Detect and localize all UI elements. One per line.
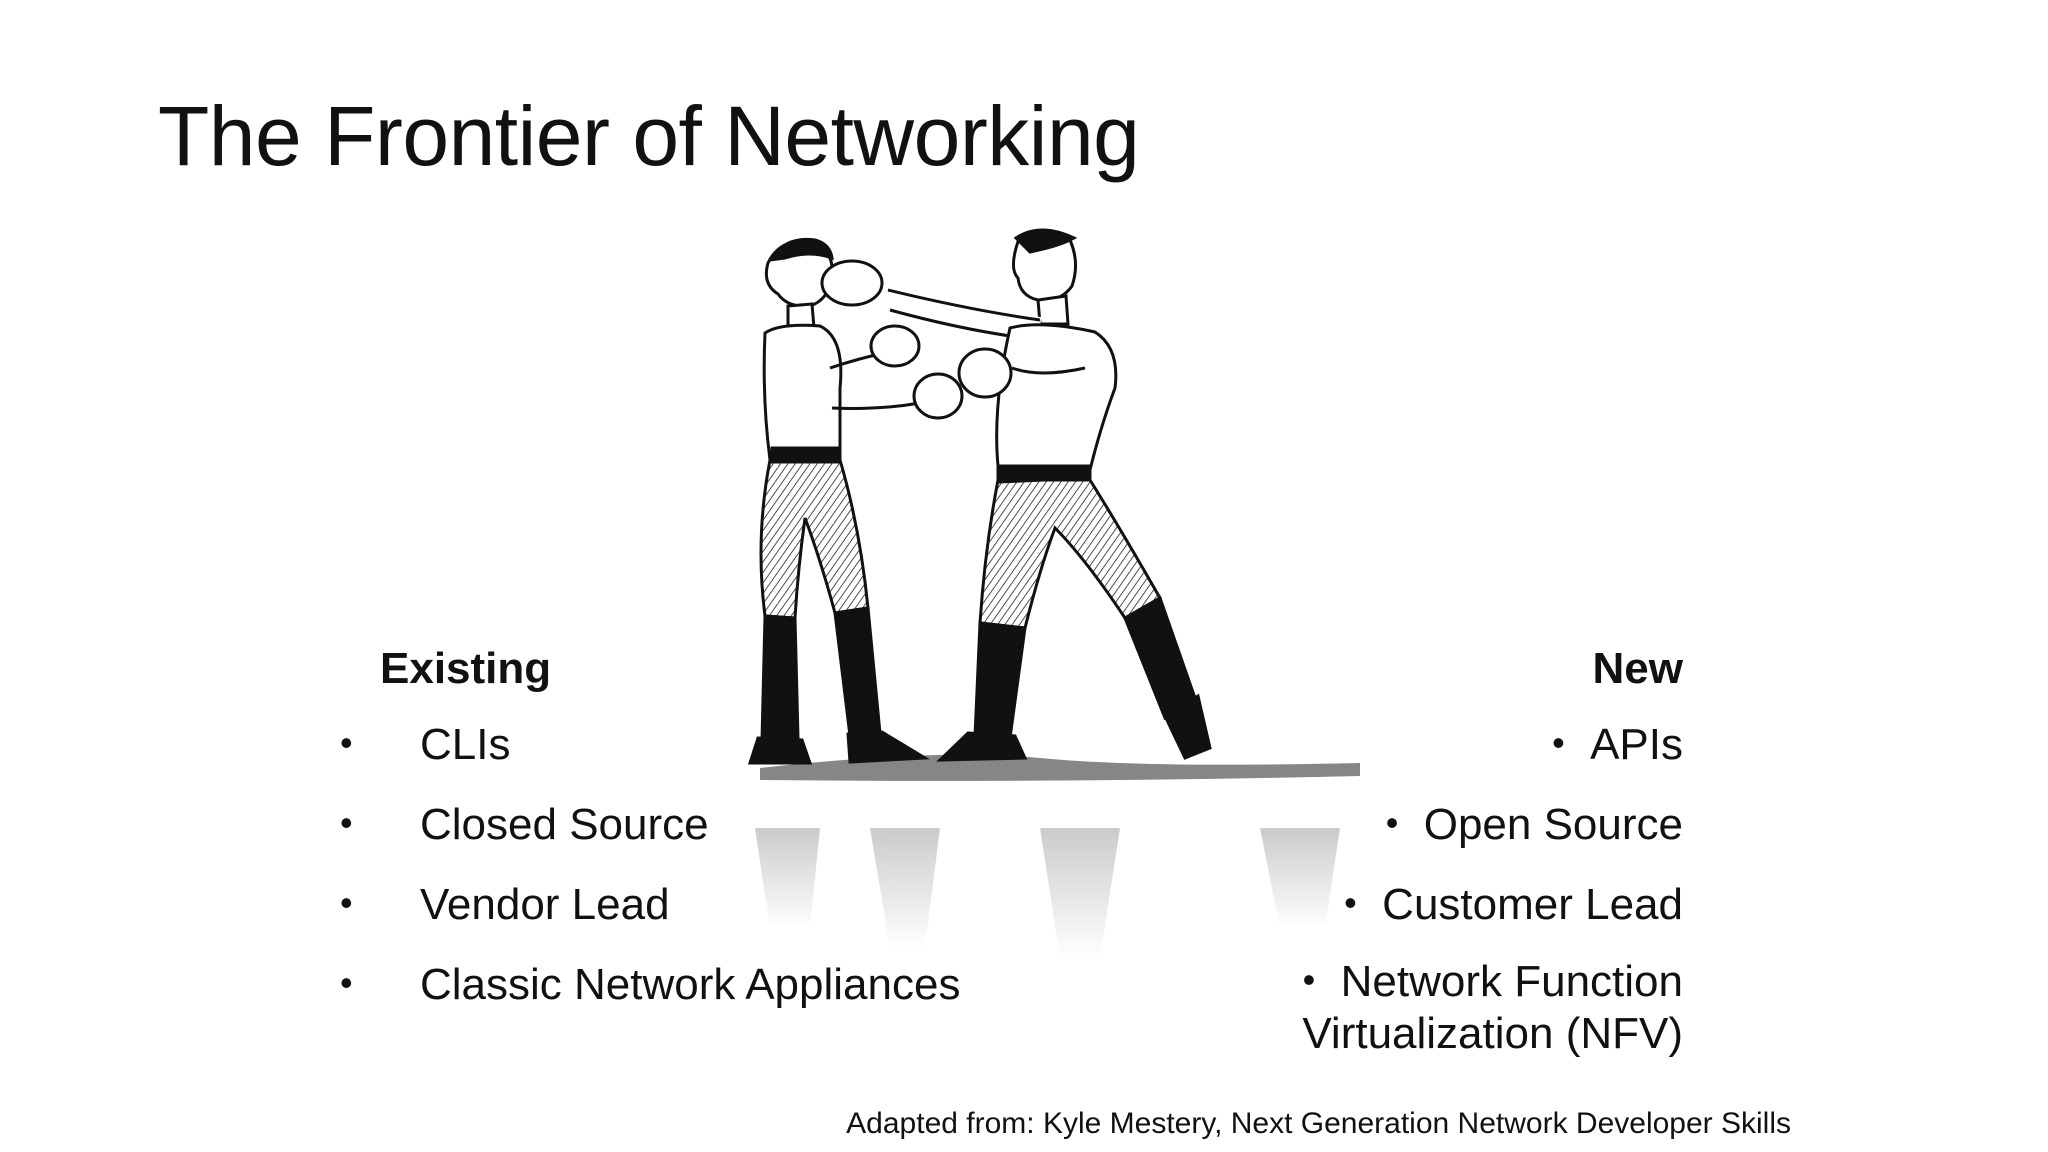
new-item-text: APIs bbox=[1590, 720, 1683, 769]
list-item: • APIs bbox=[1302, 714, 1683, 774]
bullet-icon: • bbox=[1302, 959, 1316, 1000]
bullet-icon: • bbox=[1344, 882, 1357, 923]
citation: Adapted from: Kyle Mestery, Next Generat… bbox=[846, 1107, 1791, 1140]
boxers-illustration bbox=[747, 228, 1360, 958]
existing-list: • CLIs • Closed Source • Vendor Lead • Class… bbox=[340, 714, 961, 1014]
new-item-text-continued: Virtualization (NFV) bbox=[1302, 1009, 1683, 1058]
new-item-text: Customer Lead bbox=[1382, 880, 1683, 929]
new-list: • APIs • Open Source • Customer Lead • Netwo… bbox=[1302, 714, 1683, 1060]
bullet-icon: • bbox=[340, 962, 353, 1003]
bullet-icon: • bbox=[340, 882, 353, 923]
list-item: • CLIs bbox=[340, 714, 960, 774]
existing-column: Existing • CLIs • Closed Source • Vendor Le… bbox=[340, 640, 961, 1034]
new-item-text: Open Source bbox=[1423, 800, 1683, 849]
bullet-icon: • bbox=[1385, 802, 1399, 843]
existing-heading: Existing bbox=[380, 644, 552, 693]
bullet-icon: • bbox=[1552, 722, 1565, 763]
existing-item-text: Vendor Lead bbox=[420, 880, 670, 929]
existing-item-text: Classic Network Appliances bbox=[420, 960, 961, 1009]
list-item: • Closed Source bbox=[340, 794, 960, 854]
list-item: • Customer Lead bbox=[1302, 874, 1683, 934]
list-item: • Classic Network Appliances bbox=[340, 954, 961, 1014]
slide-title: The Frontier of Networking bbox=[158, 89, 1140, 183]
existing-item-text: Closed Source bbox=[420, 800, 709, 849]
bullet-icon: • bbox=[340, 802, 353, 843]
new-heading: New bbox=[1592, 644, 1683, 693]
list-item: • Vendor Lead bbox=[340, 874, 960, 934]
new-item-text: Network Function bbox=[1340, 957, 1683, 1006]
existing-item-text: CLIs bbox=[420, 720, 511, 769]
list-item: • Open Source bbox=[1302, 794, 1683, 854]
bullet-icon: • bbox=[340, 722, 353, 763]
new-column: New • APIs • Open Source • Customer Lead • N… bbox=[1302, 640, 1683, 1080]
